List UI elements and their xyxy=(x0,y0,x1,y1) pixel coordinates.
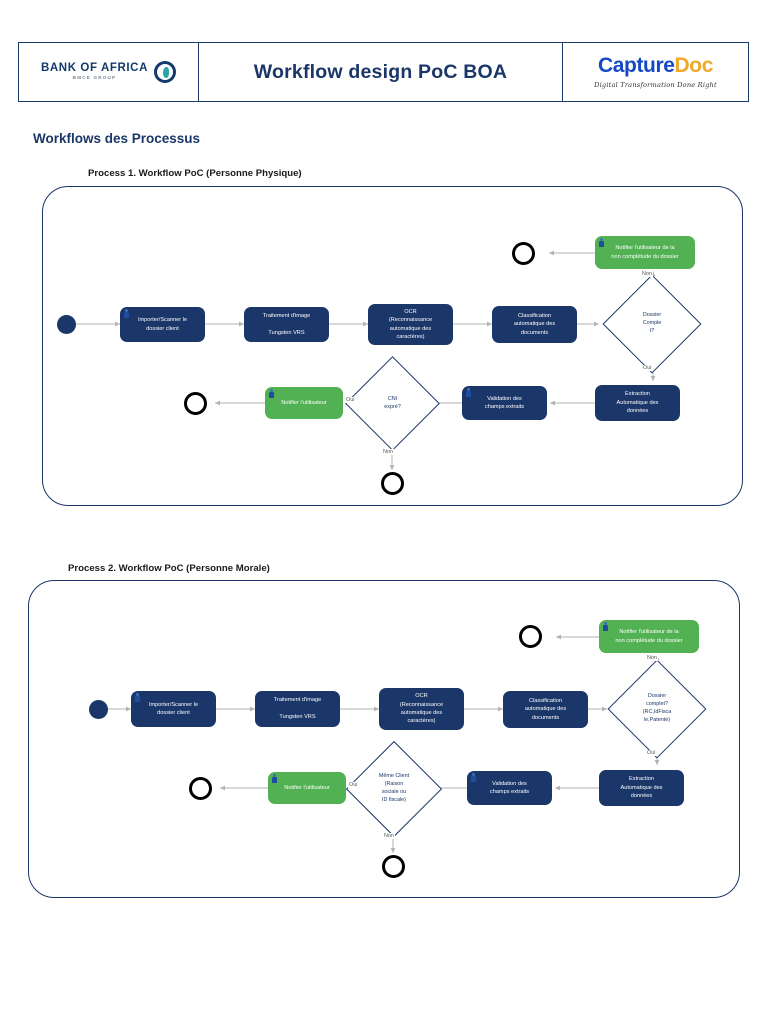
task-ocr: OCR (Reconnaissance automatique des cara… xyxy=(379,688,464,730)
edge-label-non-1: Non xyxy=(641,271,653,277)
end-event-node-valid xyxy=(382,855,405,878)
user-actor-icon xyxy=(466,388,471,397)
brand-name-part2: Doc xyxy=(674,54,714,77)
process-1-flow: Importer/Scanner le dossier client Trait… xyxy=(43,187,742,505)
task-label: Notifier l'utilisateur de la non complét… xyxy=(611,245,679,260)
task-label: Validation des champs extraits xyxy=(489,780,530,795)
task-label: OCR (Reconnaissance automatique des cara… xyxy=(388,308,433,340)
document-header: BANK OF AFRICA BMCE GROUP Workflow desig… xyxy=(18,42,749,102)
task-notify-user: Notifier l'utilisateur xyxy=(265,387,343,419)
task-extraction: Extraction Automatique des données xyxy=(595,385,680,421)
edge-label-non-2: Non xyxy=(382,449,394,455)
edge-label-oui-1: Oui xyxy=(642,365,653,371)
task-classification: Classification automatique des documents xyxy=(503,691,588,728)
start-event-node xyxy=(89,700,108,719)
task-notify-user: Notifier l'utilisateur xyxy=(268,772,346,804)
user-actor-icon xyxy=(272,774,277,783)
process-2-label: Process 2. Workflow PoC (Personne Morale… xyxy=(68,563,270,574)
task-import-scan: Importer/Scanner le dossier client xyxy=(131,691,216,727)
user-actor-icon xyxy=(135,693,140,702)
process-1-label: Process 1. Workflow PoC (Personne Physiq… xyxy=(88,168,302,179)
decision-cni-expiree: CNI expré? xyxy=(345,356,440,451)
user-actor-icon xyxy=(471,773,476,782)
end-event-node-incomplete xyxy=(512,242,535,265)
task-label: Validation des champs extraits xyxy=(484,395,525,410)
process-2-container: Importer/Scanner le dossier client Trait… xyxy=(28,580,740,898)
edge-label-non-2: Non xyxy=(383,833,395,839)
brand-tagline: Digital Transformation Done Right xyxy=(594,81,717,89)
brand-name-part1: Capture xyxy=(597,54,675,77)
decision-label: CNI expré? xyxy=(384,395,401,410)
africa-globe-icon xyxy=(154,61,176,83)
task-label: Traitement d'image Tungsten VRS xyxy=(273,697,322,721)
task-notify-incomplete: Notifier l'utilisateur de la non complét… xyxy=(595,236,695,269)
task-image-processing: Traitement d'image Tungsten VRS xyxy=(255,691,340,727)
task-label: Extraction Automatique des données xyxy=(620,776,663,800)
bank-of-africa-logo: BANK OF AFRICA BMCE GROUP xyxy=(19,43,199,101)
start-event-node xyxy=(57,315,76,334)
task-label: Importer/Scanner le dossier client xyxy=(148,701,199,716)
end-event-node-incomplete xyxy=(519,625,542,648)
task-ocr: OCR (Reconnaissance automatique des cara… xyxy=(368,304,453,345)
section-title: Workflows des Processus xyxy=(33,131,201,146)
task-label: OCR (Reconnaissance automatique des cara… xyxy=(399,693,444,725)
bank-name: BANK OF AFRICA xyxy=(41,61,148,74)
user-actor-icon xyxy=(269,389,274,398)
decision-label: Dossier Comple t? xyxy=(642,312,662,334)
edge-label-oui-1: Oui xyxy=(646,750,657,756)
process-2-flow: Importer/Scanner le dossier client Trait… xyxy=(29,581,739,897)
decision-dossier-complet: Dossier Comple t? xyxy=(602,274,702,374)
document-title-cell: Workflow design PoC BOA xyxy=(199,43,563,101)
task-classification: Classification automatique des documents xyxy=(492,306,577,343)
task-label: Classification automatique des documents xyxy=(524,697,567,721)
decision-label: Même Client (Raison sociale ou ID fiscal… xyxy=(378,773,410,803)
task-label: Traitement d'image Tungsten VRS xyxy=(262,312,311,336)
user-actor-icon xyxy=(124,309,129,318)
decision-dossier-complet: Dossier complet? (RC,IdFisca le,Patente) xyxy=(607,659,707,759)
edge-label-oui-2: Oui xyxy=(348,782,359,788)
decision-label: Dossier complet? (RC,IdFisca le,Patente) xyxy=(642,693,672,723)
task-validation: Validation des champs extraits xyxy=(462,386,547,420)
task-image-processing: Traitement d'image Tungsten VRS xyxy=(244,307,329,342)
task-label: Importer/Scanner le dossier client xyxy=(137,317,188,332)
user-actor-icon xyxy=(599,238,604,247)
edge-label-non-1: Non xyxy=(646,655,658,661)
task-validation: Validation des champs extraits xyxy=(467,771,552,805)
capturedoc-logo: CaptureDoc Digital Transformation Done R… xyxy=(563,43,748,101)
end-event-node-notified xyxy=(189,777,212,800)
end-event-node-notified xyxy=(184,392,207,415)
bank-subtitle: BMCE GROUP xyxy=(72,75,117,81)
decision-meme-client: Même Client (Raison sociale ou ID fiscal… xyxy=(345,740,443,838)
user-actor-icon xyxy=(603,622,608,631)
task-label: Notifier l'utilisateur xyxy=(284,784,330,791)
process-1-container: Importer/Scanner le dossier client Trait… xyxy=(42,186,743,506)
task-label: Extraction Automatique des données xyxy=(616,391,659,415)
page-title: Workflow design PoC BOA xyxy=(253,60,508,83)
edge-label-oui-2: Oui xyxy=(345,397,356,403)
end-event-node-valid xyxy=(381,472,404,495)
task-import-scan: Importer/Scanner le dossier client xyxy=(120,307,205,342)
task-label: Notifier l'utilisateur xyxy=(281,399,327,406)
task-label: Classification automatique des documents xyxy=(513,312,556,336)
task-label: Notifier l'utilisateur de la non complét… xyxy=(615,629,683,644)
task-extraction: Extraction Automatique des données xyxy=(599,770,684,806)
task-notify-incomplete: Notifier l'utilisateur de la non complét… xyxy=(599,620,699,653)
